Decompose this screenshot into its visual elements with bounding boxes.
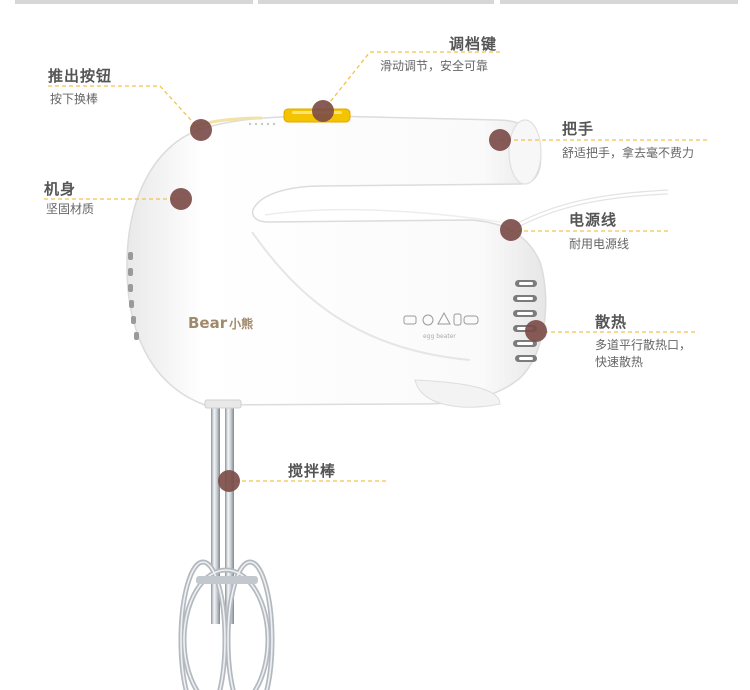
egg-beater-mark: egg beater (423, 333, 456, 340)
beater-title: 搅拌棒 (288, 462, 337, 480)
cooling-desc-line2: 快速散热 (595, 355, 644, 369)
brand-logo-text: Bear (188, 314, 228, 332)
speed-key-desc: 滑动调节，安全可靠 (380, 59, 489, 73)
callout-line-speed-key (321, 51, 500, 113)
callout-line-push-button (48, 85, 201, 131)
body-desc: 坚固材质 (46, 202, 95, 216)
function-icons (403, 311, 479, 326)
mixer-body (126, 115, 547, 406)
left-vents (128, 252, 139, 340)
marker-speed-key (312, 100, 334, 122)
power-cord-title: 电源线 (569, 211, 618, 229)
push-button-desc: 按下换棒 (50, 92, 99, 106)
handle-desc: 舒适把手，拿去毫不费力 (562, 146, 695, 160)
previous-section-edge (500, 0, 738, 4)
previous-section-edge (15, 0, 253, 4)
speed-key-title: 调档键 (449, 35, 498, 53)
marker-power-cord (500, 219, 522, 241)
push-button-title: 推出按钮 (48, 67, 113, 85)
marker-push-button (190, 119, 212, 141)
marker-cooling (525, 320, 547, 342)
beater-shaft (211, 404, 220, 624)
marker-handle (489, 129, 511, 151)
body-title: 机身 (44, 180, 77, 198)
previous-section-edge (258, 0, 494, 4)
cooling-desc-line1: 多道平行散热口， (595, 338, 692, 352)
handle-title: 把手 (562, 120, 595, 138)
marker-body (170, 188, 192, 210)
marker-beater (218, 470, 240, 492)
brand-logo-cn: 小熊 (229, 317, 254, 331)
cooling-title: 散热 (595, 313, 628, 331)
power-cord-desc: 耐用电源线 (569, 237, 630, 251)
